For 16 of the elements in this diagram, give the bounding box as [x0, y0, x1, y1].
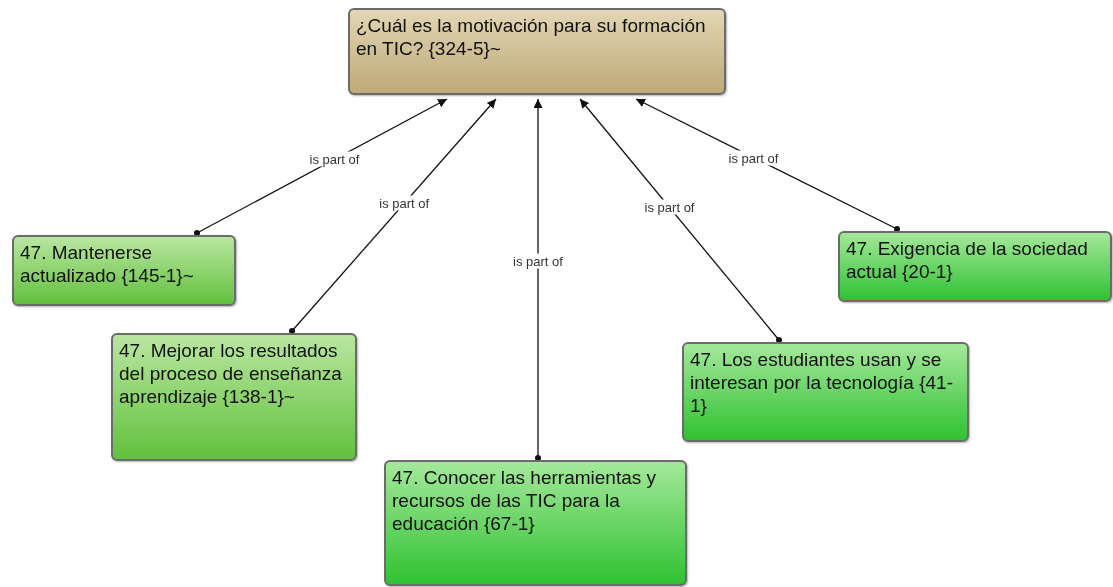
concept-box: 47. Mejorar los resultados del proceso de enseñanza aprendizaje {138-1}~	[111, 333, 357, 461]
concept-box: 47. Mantenerse actualizado {145-1}~	[12, 235, 236, 306]
arrow	[533, 98, 543, 461]
edge-label: is part of	[642, 199, 697, 215]
concept-box: 47. Exigencia de la sociedad actual {20-1}	[838, 231, 1112, 302]
edge-label: is part of	[307, 151, 362, 167]
question-box: ¿Cuál es la motivación para su formación en TIC? {324-5}~	[348, 8, 726, 95]
concept-box: 47. Conocer las herramientas y recursos de las TIC para la educación {67-1}	[384, 460, 687, 586]
arrow	[289, 98, 497, 334]
arrow	[194, 98, 448, 236]
concept-box: 47. Los estudiantes usan y se interesan por la tecnología {41-1}	[682, 342, 969, 442]
arrow	[579, 98, 782, 343]
edge-label: is part of	[377, 195, 432, 211]
edge-label: is part of	[511, 253, 565, 269]
arrow	[635, 98, 900, 232]
edge-label: is part of	[726, 150, 781, 165]
